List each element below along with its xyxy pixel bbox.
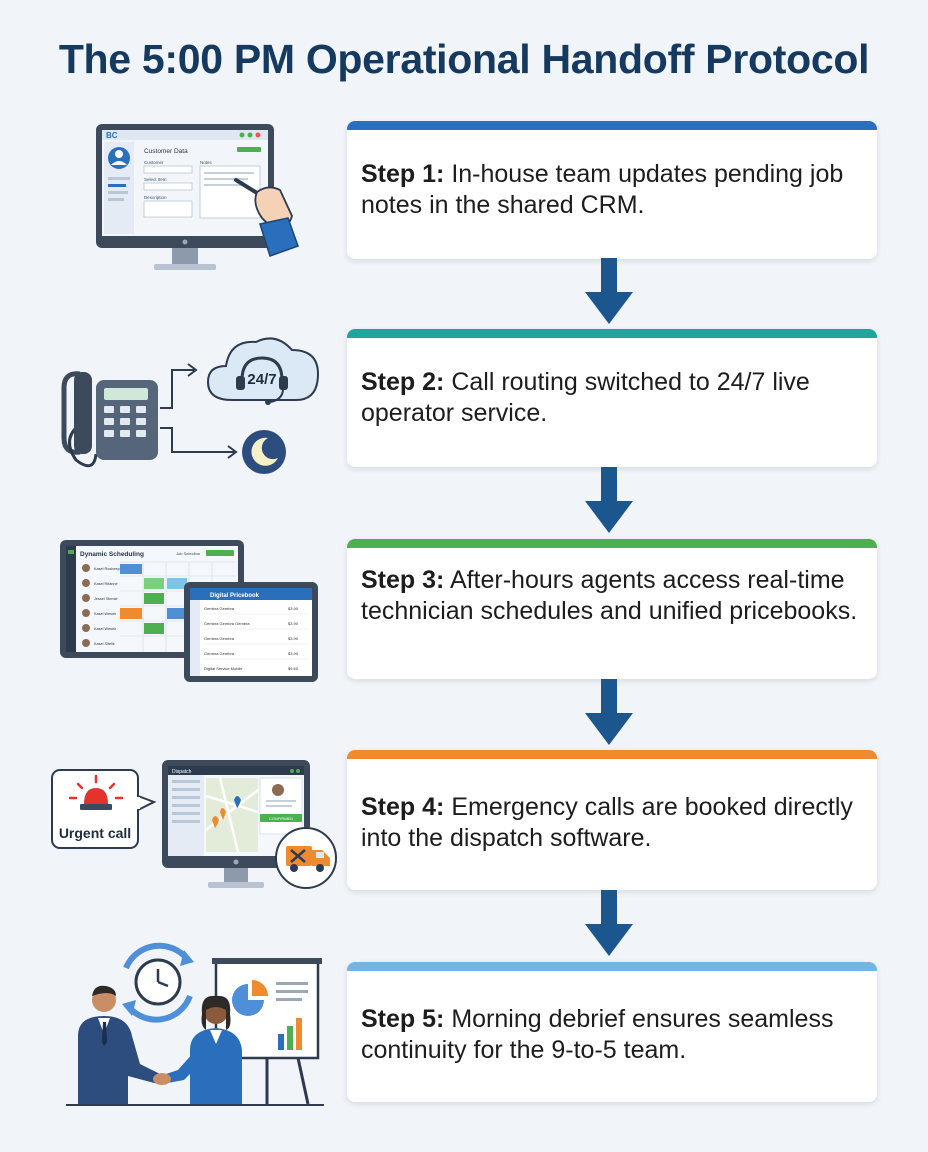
- routing-cloud-label: 24/7: [247, 371, 276, 388]
- step-5-text-block: Step 5: Morning debrief ensures seamless…: [361, 1004, 859, 1066]
- crm-field-select: Select Item: [144, 177, 167, 182]
- pricebook-item: Gembra Gembra: [204, 606, 235, 611]
- step-card-2: Step 2: Call routing switched to 24/7 li…: [347, 329, 877, 467]
- step-card-1: Step 1: In-house team updates pending jo…: [347, 121, 877, 259]
- step-1-description: In-house team updates pending job notes …: [361, 160, 844, 219]
- step-2-description: Call routing switched to 24/7 live opera…: [361, 368, 810, 427]
- pricebook-title: Digital Pricebook: [210, 593, 260, 599]
- dispatch-window-title: Dispatch: [172, 769, 192, 775]
- scheduling-screens-icon: Dynamic Scheduling Job Selection Kasei R…: [60, 540, 318, 682]
- step-2-accent-bar: [347, 329, 877, 338]
- schedule-filter: Job Selection: [176, 551, 200, 556]
- pricebook-item: Gembra Gembra: [204, 651, 235, 656]
- down-arrow-icon: [585, 258, 633, 324]
- pricebook-price: $3.90: [288, 621, 299, 626]
- step-4-text-block: Step 4: Emergency calls are booked direc…: [361, 792, 859, 854]
- crm-window-title: Customer Data: [144, 148, 188, 155]
- pricebook-item: Gembra Gembra: [204, 636, 235, 641]
- technician-name: Jessel Stemie: [94, 597, 118, 601]
- step-4-description: Emergency calls are booked directly into…: [361, 793, 853, 852]
- step-2-label: Step 2:: [361, 368, 445, 396]
- morning-debrief-icon: [66, 942, 324, 1106]
- down-arrow-icon: [585, 467, 633, 533]
- crm-field-notes: Notes: [200, 160, 213, 165]
- step-4-accent-bar: [347, 750, 877, 759]
- step-card-3: Step 3: After-hours agents access real-t…: [347, 539, 877, 679]
- technician-name: Kasei Rosheep: [94, 567, 120, 571]
- step-3-description: After-hours agents access real-time tech…: [361, 566, 858, 625]
- step-3-label: Step 3:: [361, 566, 445, 594]
- crm-monitor-icon: BC Customer Data Customer Select Item De…: [96, 124, 299, 270]
- pricebook-price: $3.90: [288, 651, 299, 656]
- page-title: The 5:00 PM Operational Handoff Protocol: [58, 36, 870, 82]
- down-arrow-icon: [585, 679, 633, 745]
- dispatch-monitor-icon: Urgent call Dispatch CONFIRMED: [51, 760, 337, 889]
- step-5-description: Morning debrief ensures seamless continu…: [361, 1005, 834, 1064]
- pricebook-item: Gembra Gembra Gembra: [204, 621, 250, 626]
- step-3-accent-bar: [347, 539, 877, 548]
- crm-brand: BC: [106, 131, 118, 140]
- step-card-4: Step 4: Emergency calls are booked direc…: [347, 750, 877, 890]
- step-3-text-block: Step 3: After-hours agents access real-t…: [361, 565, 859, 627]
- dispatch-confirm-label: CONFIRMED: [269, 816, 293, 821]
- crm-field-customer: Customer: [144, 160, 164, 165]
- step-1-label: Step 1:: [361, 160, 445, 188]
- step-1-text-block: Step 1: In-house team updates pending jo…: [361, 159, 859, 221]
- technician-name: Kasei Ritanne: [94, 582, 118, 586]
- pricebook-price: $3.90: [288, 606, 299, 611]
- pricebook-price: $9.60: [288, 666, 299, 671]
- step-5-accent-bar: [347, 962, 877, 971]
- pricebook-price: $3.90: [288, 636, 299, 641]
- technician-name: Kasei Wesek: [94, 612, 116, 616]
- step-2-text-block: Step 2: Call routing switched to 24/7 li…: [361, 367, 859, 429]
- schedule-title: Dynamic Scheduling: [80, 551, 144, 558]
- technician-name: Kasei Wesek: [94, 627, 116, 631]
- technician-name: Kasei Sitelik: [94, 642, 115, 646]
- crm-field-description: Description: [144, 195, 167, 200]
- step-4-label: Step 4:: [361, 793, 445, 821]
- pricebook-item: Digital Service Mobile: [204, 666, 243, 671]
- step-5-label: Step 5:: [361, 1005, 445, 1033]
- down-arrow-icon: [585, 890, 633, 956]
- urgent-call-label: Urgent call: [59, 825, 131, 841]
- step-card-5: Step 5: Morning debrief ensures seamless…: [347, 962, 877, 1102]
- step-1-accent-bar: [347, 121, 877, 130]
- call-routing-icon: 24/7: [61, 337, 320, 474]
